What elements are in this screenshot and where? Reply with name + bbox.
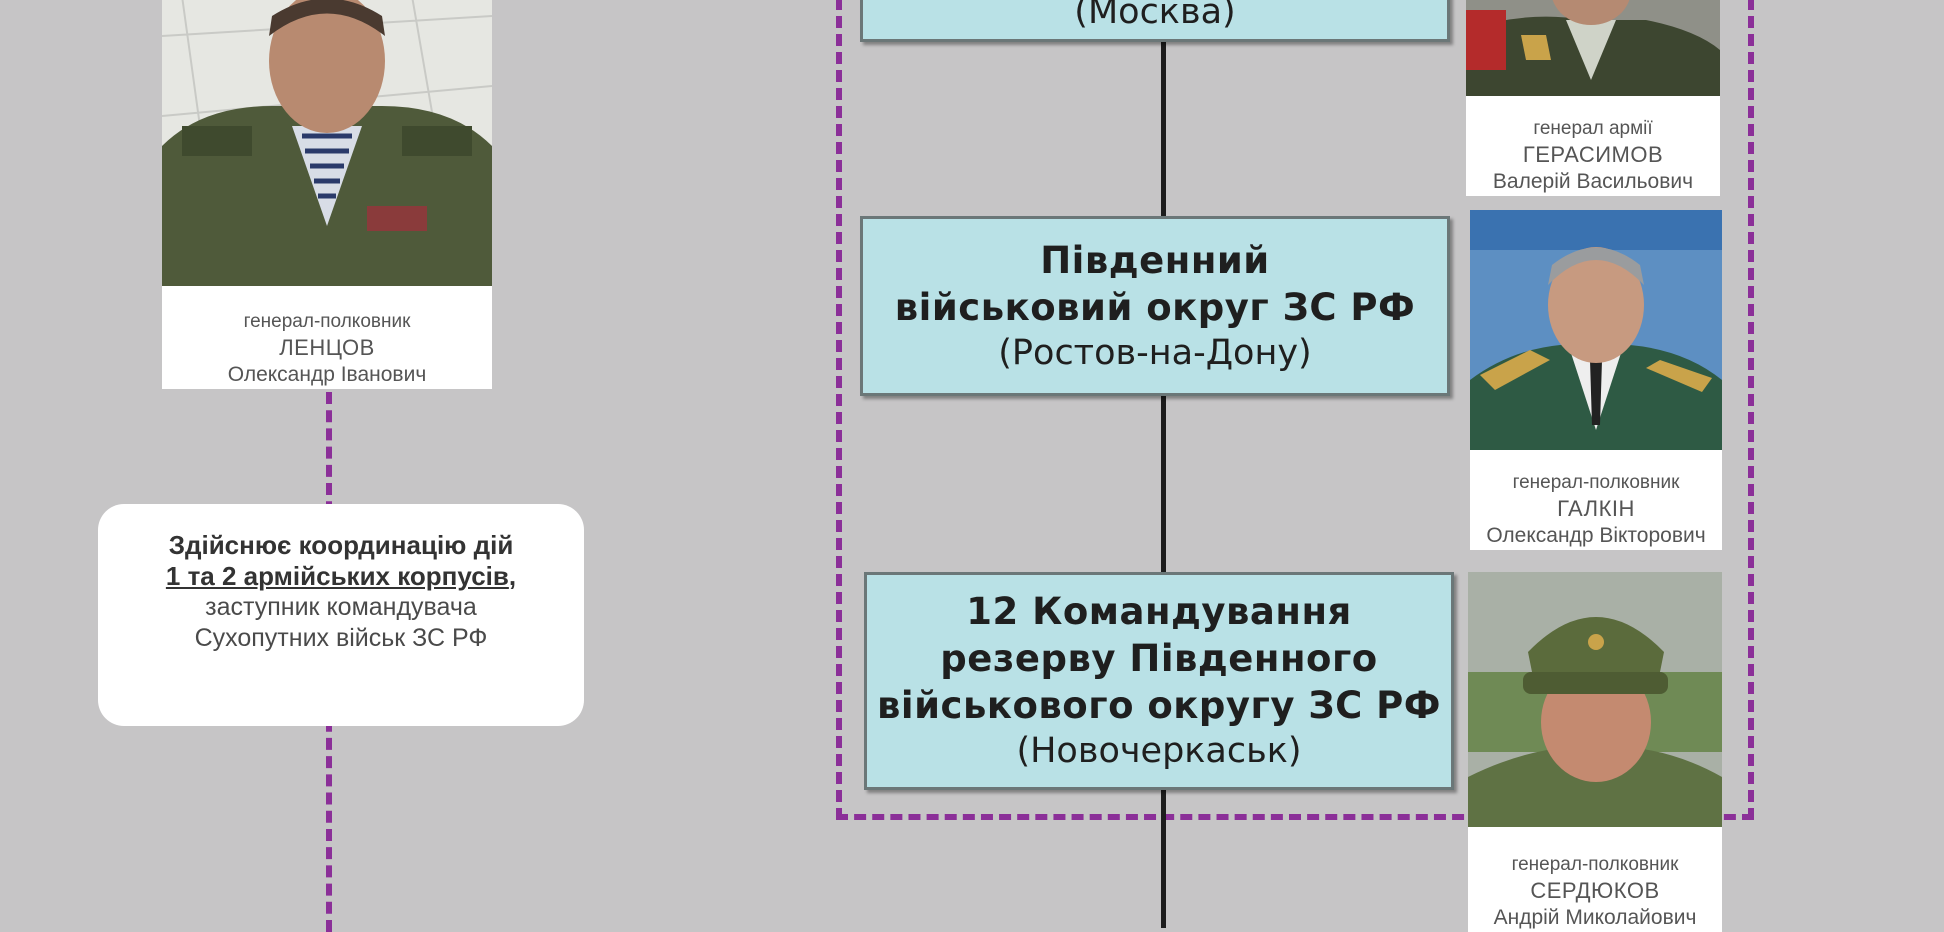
unit-city: (Москва) [1074,0,1236,32]
person-caption: генерал-полковник ЛЕНЦОВ Олександр Івано… [162,309,492,389]
coordination-note: Здійснює координацію дій 1 та 2 армійськ… [98,504,584,726]
person-surname: СЕРДЮКОВ [1530,878,1660,903]
person-given-name: Олександр Вікторович [1486,524,1706,547]
person-given-name: Валерій Васильович [1492,170,1694,193]
unit-name: 12 Командування резерву Південного війсь… [877,590,1441,727]
person-given-name: Олександр Іванович [227,363,427,386]
note-line-2-suffix: , [508,561,517,591]
unit-city: (Новочеркаськ) [1016,731,1302,771]
person-rank: генерал-полковник [243,311,411,332]
person-surname: ГЕРАСИМОВ [1522,142,1664,167]
connector-moscow-south [1161,40,1166,220]
person-caption: генерал-полковник СЕРДЮКОВ Андрій Микола… [1468,852,1722,932]
person-card-gerasimov: генерал армії ГЕРАСИМОВ Валерій Васильов… [1466,0,1720,196]
person-card-lentsov: генерал-полковник ЛЕНЦОВ Олександр Івано… [162,0,492,389]
person-photo [1466,0,1720,96]
person-rank: генерал-полковник [1511,854,1679,875]
person-photo [1470,210,1722,450]
person-surname: ГАЛКІН [1557,496,1635,521]
unit-box-southern-district: Південний військовий округ ЗС РФ (Ростов… [860,216,1450,396]
person-given-name: Андрій Миколайович [1493,906,1697,929]
note-line-3: заступник командувача [205,593,477,621]
person-rank: генерал армії [1533,118,1653,139]
note-line-2-text: 1 та 2 армійських корпусів [165,561,509,591]
connector-south-12cmd [1161,396,1166,574]
connector-12cmd-down [1161,788,1166,928]
unit-box-moscow: (Москва) [860,0,1450,42]
person-caption: генерал армії ГЕРАСИМОВ Валерій Васильов… [1466,116,1720,196]
person-surname: ЛЕНЦОВ [279,335,375,360]
person-card-galkin: генерал-полковник ГАЛКІН Олександр Вікто… [1470,210,1722,550]
person-rank: генерал-полковник [1512,472,1680,493]
person-photo [162,0,492,286]
note-line-2: 1 та 2 армійських корпусів, [98,561,584,592]
unit-name: Південний військовий округ ЗС РФ [894,238,1416,329]
unit-city: (Ростов-на-Дону) [998,332,1312,373]
person-card-serdyukov: генерал-полковник СЕРДЮКОВ Андрій Микола… [1468,572,1722,932]
person-photo [1468,572,1722,827]
unit-box-12-reserve-command: 12 Командування резерву Південного війсь… [864,572,1454,790]
units-dashed-container [836,0,1754,820]
person-caption: генерал-полковник ГАЛКІН Олександр Вікто… [1470,470,1722,550]
note-line-4: Сухопутних військ ЗС РФ [194,624,488,652]
note-line-1: Здійснює координацію дій [168,530,514,560]
